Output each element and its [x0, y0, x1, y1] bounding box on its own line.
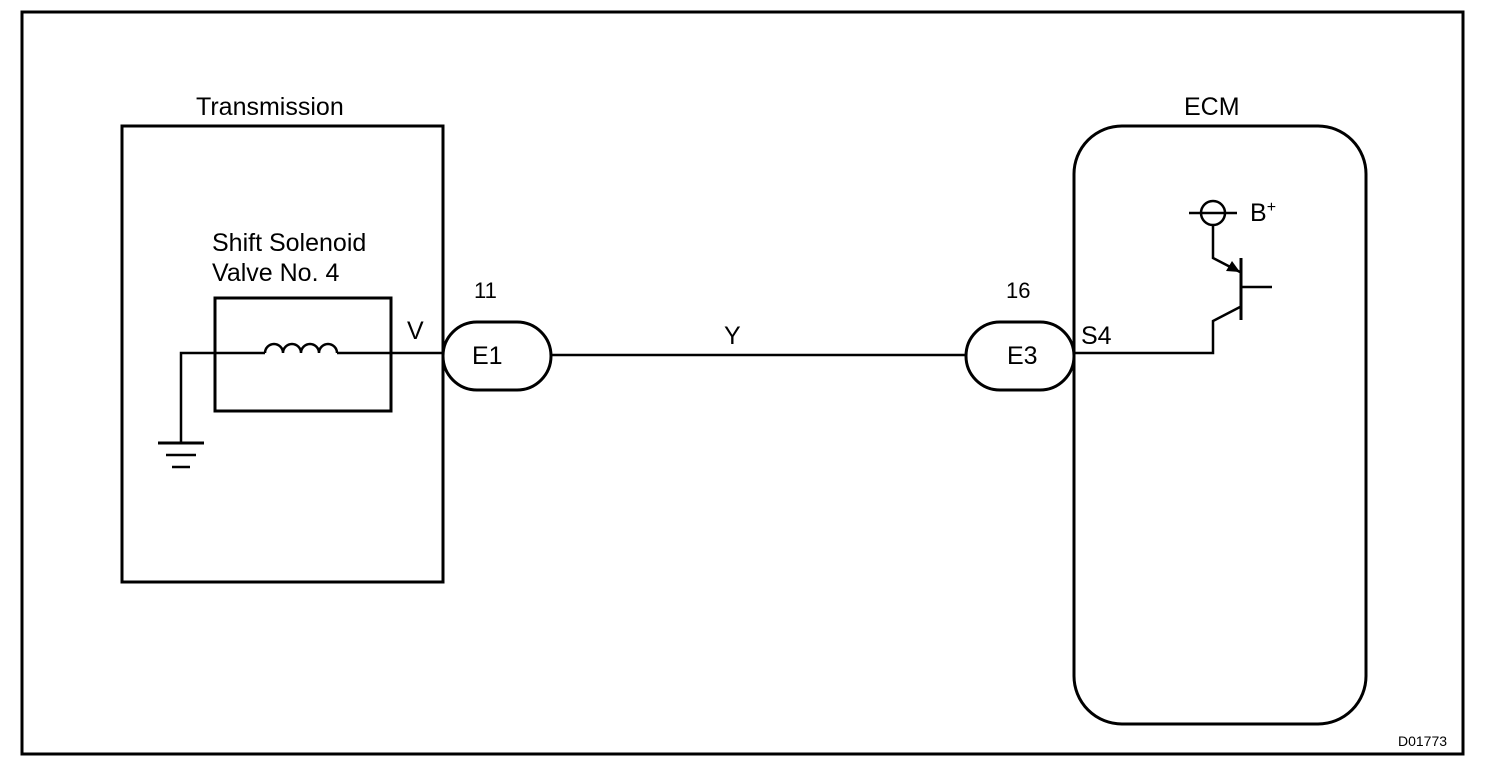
connector-e1-label: E1: [472, 342, 503, 370]
diagram-frame: [20, 10, 1465, 756]
connector-e3-label: E3: [1007, 342, 1038, 370]
connector-e1-pin: 11: [474, 278, 497, 303]
ecm-title: ECM: [1184, 93, 1240, 121]
transmission-title: Transmission: [196, 93, 344, 121]
s4-internal-wire: [1074, 305, 1241, 355]
solenoid-label-line2: Valve No. 4: [212, 259, 339, 287]
ecm-box: [1072, 124, 1368, 726]
harness-wire-color: Y: [724, 322, 741, 350]
supply-label: B+: [1250, 199, 1276, 227]
ecm-terminal-s4: S4: [1081, 322, 1112, 350]
wire-color-v: V: [407, 317, 424, 345]
supply-label-plus: +: [1267, 199, 1276, 216]
connector-e3-pin: 16: [1006, 278, 1030, 303]
ground-icon: [158, 441, 204, 469]
diagram-id: D01773: [1398, 733, 1447, 749]
solenoid-label-line1: Shift Solenoid: [212, 229, 366, 257]
solenoid-coil-icon: [263, 342, 339, 354]
transistor-icon: [1211, 226, 1272, 320]
ground-wire: [179, 351, 265, 443]
supply-label-b: B: [1250, 199, 1267, 227]
power-supply-icon: [1189, 199, 1237, 227]
solenoid-valve-box: [213, 296, 393, 413]
